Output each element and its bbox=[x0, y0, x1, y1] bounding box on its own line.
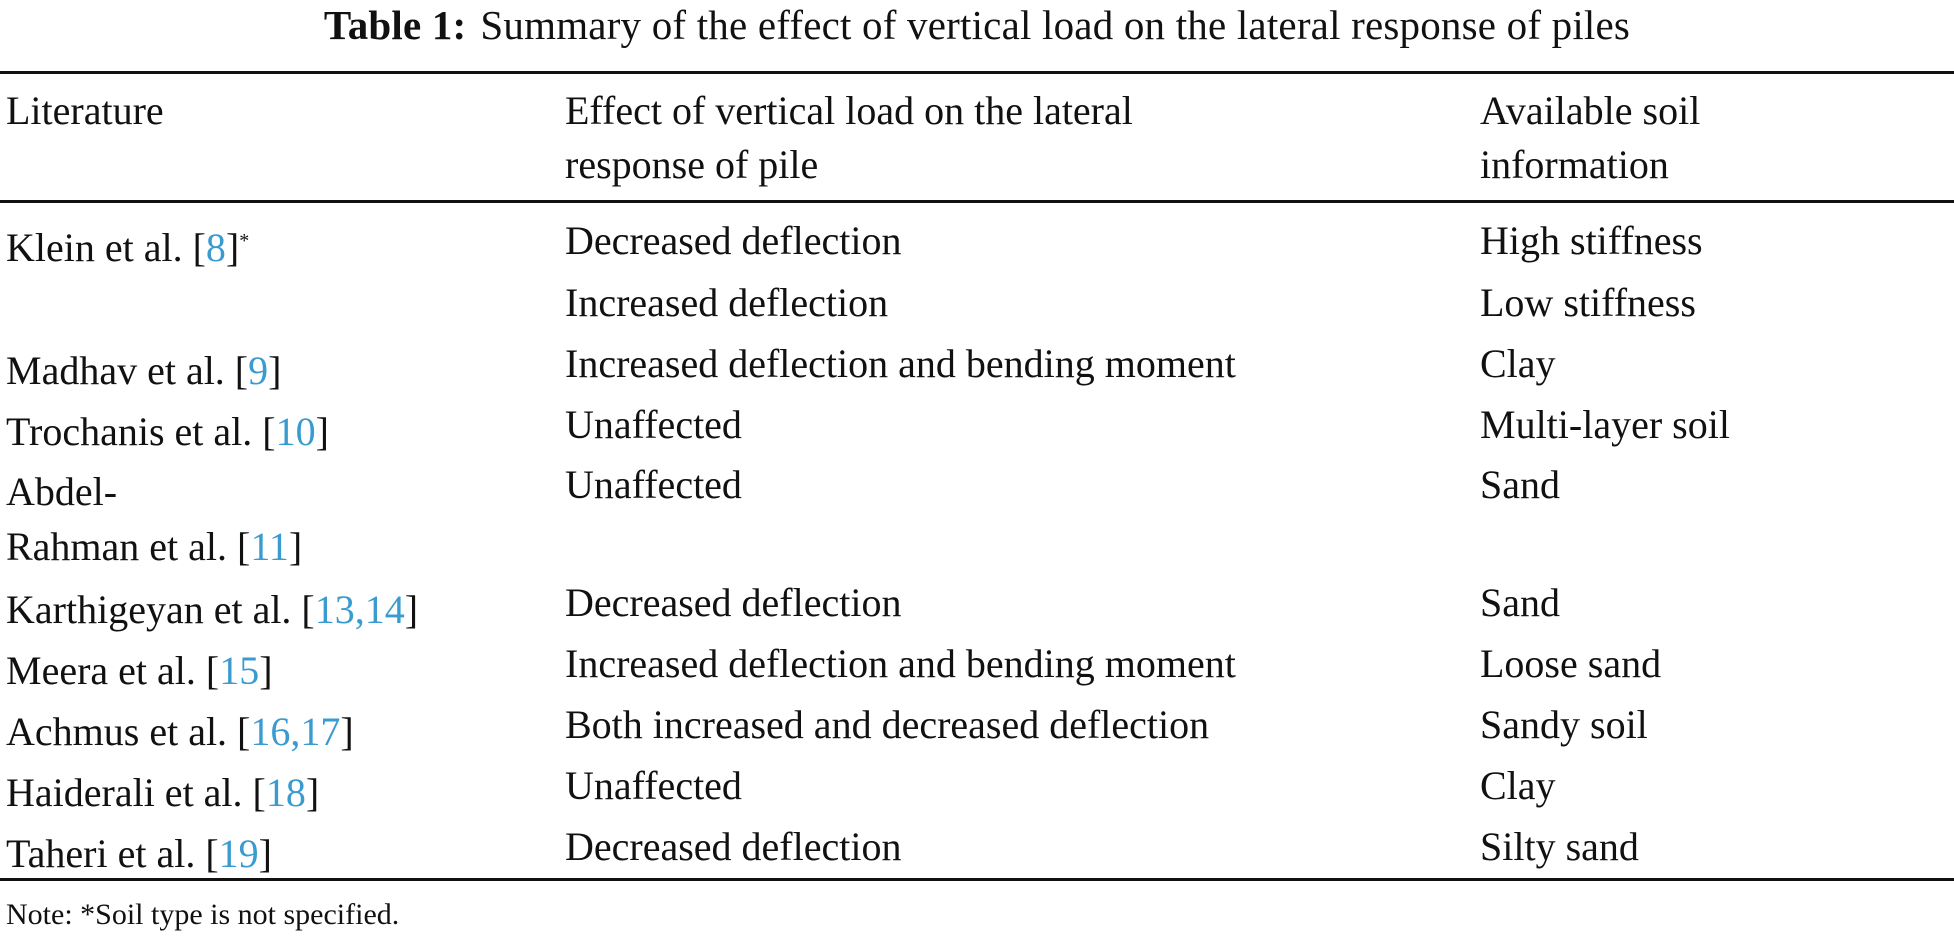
citation-link[interactable]: 13,14 bbox=[314, 587, 405, 632]
table-row-soil: Sandy soil bbox=[1480, 702, 1648, 747]
table-row-effect: Increased deflection bbox=[565, 280, 889, 325]
citation-link[interactable]: 8 bbox=[205, 225, 226, 270]
table-row-effect: Decreased deflection bbox=[565, 218, 902, 263]
table-row-soil: Low stiffness bbox=[1480, 280, 1696, 325]
citation-link[interactable]: 10 bbox=[275, 409, 316, 454]
citation-close: ] bbox=[340, 709, 354, 754]
table-row-literature: Achmus et al. [16,17] bbox=[6, 698, 354, 759]
table-row-literature: Klein et al. [8]* bbox=[6, 214, 249, 275]
author-text: Madhav et al. [ bbox=[6, 348, 249, 393]
table-row-literature: Abdel- bbox=[6, 458, 117, 519]
table-note: Note: *Soil type is not specified. bbox=[6, 898, 400, 931]
citation-close: ] bbox=[288, 524, 303, 569]
table-row-soil: Sand bbox=[1480, 462, 1560, 507]
table-row-soil: Clay bbox=[1480, 341, 1556, 386]
citation-link[interactable]: 15 bbox=[219, 648, 260, 693]
table-row-soil: High stiffness bbox=[1480, 218, 1703, 263]
table-row-literature: Meera et al. [15] bbox=[6, 637, 273, 698]
citation-link[interactable]: 9 bbox=[248, 348, 269, 393]
table-row-effect: Both increased and decreased deflection bbox=[565, 702, 1210, 747]
header-soil-line2: information bbox=[1480, 142, 1669, 187]
header-soil-line1: Available soil bbox=[1480, 88, 1701, 133]
table-row-soil: Clay bbox=[1480, 763, 1556, 808]
author-text: Trochanis et al. [ bbox=[6, 409, 276, 454]
citation-link[interactable]: 16,17 bbox=[250, 709, 341, 754]
citation-close: ] bbox=[404, 587, 419, 632]
table-row-literature: Karthigeyan et al. [13,14] bbox=[6, 576, 418, 637]
citation-close: ] bbox=[225, 225, 240, 270]
author-text: Taheri et al. [ bbox=[6, 831, 219, 876]
bottom-rule bbox=[0, 878, 1954, 881]
citation-close: ] bbox=[305, 770, 320, 815]
citation-link[interactable]: 18 bbox=[265, 770, 306, 815]
table-row-literature: Taheri et al. [19] bbox=[6, 820, 272, 881]
table-label: Table 1: bbox=[323, 2, 467, 48]
author-text: Meera et al. [ bbox=[6, 648, 220, 693]
author-text: Klein et al. [ bbox=[6, 225, 206, 270]
top-rule bbox=[0, 71, 1954, 74]
table-row-effect: Unaffected bbox=[565, 402, 742, 447]
citation-link[interactable]: 19 bbox=[218, 831, 259, 876]
citation-close: ] bbox=[259, 648, 273, 693]
table-row-literature: Haiderali et al. [18] bbox=[6, 759, 319, 820]
table-row-effect: Unaffected bbox=[565, 763, 742, 808]
table-caption: Table 1: Summary of the effect of vertica… bbox=[0, 2, 1954, 48]
header-literature: Literature bbox=[6, 88, 164, 133]
table-row-literature: Madhav et al. [9] bbox=[6, 337, 281, 398]
citation-close: ] bbox=[268, 348, 282, 393]
citation-close: ] bbox=[258, 831, 272, 876]
table-row-soil: Multi-layer soil bbox=[1480, 402, 1730, 447]
table-row-soil: Silty sand bbox=[1480, 824, 1639, 869]
author-text: Haiderali et al. [ bbox=[6, 770, 266, 815]
table-row-effect: Unaffected bbox=[565, 462, 742, 507]
header-effect-line1: Effect of vertical load on the lateral bbox=[565, 88, 1133, 133]
table-row-effect: Increased deflection and bending moment bbox=[565, 641, 1236, 686]
table-row-soil: Sand bbox=[1480, 580, 1560, 625]
table-row-effect: Decreased deflection bbox=[565, 824, 902, 869]
citation-link[interactable]: 11 bbox=[250, 524, 289, 569]
header-rule bbox=[0, 200, 1954, 203]
table-row-soil: Loose sand bbox=[1480, 641, 1662, 686]
author-text: Abdel- bbox=[6, 469, 118, 514]
table-row-literature: Trochanis et al. [10] bbox=[6, 398, 329, 459]
footnote-mark: * bbox=[239, 230, 250, 252]
table-caption-text: Summary of the effect of vertical load o… bbox=[480, 2, 1631, 48]
table-row-effect: Increased deflection and bending moment bbox=[565, 341, 1236, 386]
header-effect-line2: response of pile bbox=[565, 142, 819, 187]
author-text: Rahman et al. [ bbox=[6, 524, 251, 569]
table-row-effect: Decreased deflection bbox=[565, 580, 902, 625]
citation-close: ] bbox=[315, 409, 329, 454]
table-row-literature: Rahman et al. [11] bbox=[6, 513, 302, 574]
author-text: Achmus et al. [ bbox=[6, 709, 251, 754]
author-text: Karthigeyan et al. [ bbox=[6, 587, 315, 632]
